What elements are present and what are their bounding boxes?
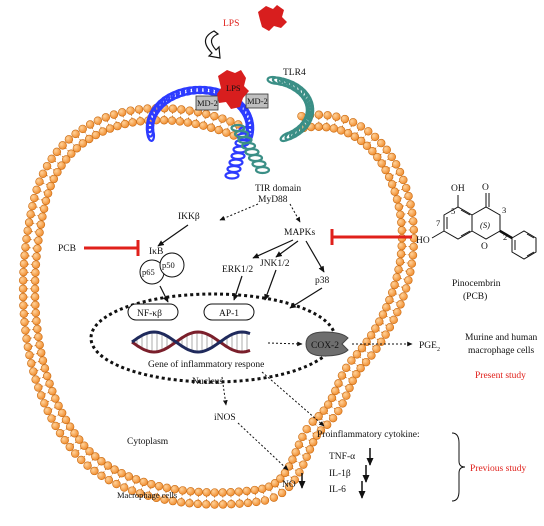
- myd88-to-mapks-arrow: [290, 204, 300, 222]
- pcb-atom-7: 7: [436, 218, 440, 228]
- pge2-label: PGE2: [419, 341, 440, 353]
- pcb-ho-left: HO: [416, 236, 430, 246]
- pcb-atom-2: 2: [503, 232, 507, 242]
- pcb-oh-top: OH: [451, 184, 465, 194]
- ap1-label: AP-1: [219, 309, 239, 319]
- myd88-to-ikk-arrow: [220, 204, 258, 220]
- lps-entry-arrow-icon: [205, 31, 220, 58]
- myd88-label: MyD88: [258, 195, 288, 205]
- mapks-to-p38-arrow: [306, 241, 324, 272]
- present-study-label: Present study: [475, 371, 526, 381]
- gene-to-cytokine-arrow: [262, 372, 324, 426]
- no-label: NO: [282, 480, 296, 490]
- lps-molecule-icon: [258, 5, 287, 31]
- erk-label: ERK1/2: [222, 265, 253, 275]
- md2-left: MD-2: [196, 96, 218, 110]
- pcb-atom-5: 5: [451, 206, 455, 216]
- proinflammatory-label: Proinflammatory cytokine:: [317, 429, 420, 440]
- previous-study-bracket: [452, 433, 465, 501]
- p38-to-ap1-arrow: [290, 288, 322, 308]
- inos-label: iNOS: [214, 413, 236, 423]
- md2-right: MD-2: [246, 94, 268, 108]
- svg-text:MD-2: MD-2: [247, 96, 268, 106]
- ikb-label: IκB: [149, 247, 163, 257]
- mapks-to-jnk-arrow: [276, 241, 298, 257]
- macrophage-label: Macrophage cells: [117, 490, 177, 500]
- nucleus-label: Nucleus: [192, 377, 223, 387]
- murine-line1: Murine and human: [465, 333, 538, 343]
- pcb-ketone-o: O: [482, 183, 489, 193]
- p50-label: p50: [162, 260, 175, 270]
- svg-text:LPS: LPS: [226, 83, 241, 93]
- svg-text:MD-2: MD-2: [197, 98, 218, 108]
- ikk-to-ikb-arrow: [158, 225, 188, 246]
- pcb-stereo-s: (S): [480, 220, 490, 230]
- murine-line2: macrophage cells: [468, 346, 535, 356]
- jnk-to-ap1-arrow: [265, 270, 276, 300]
- pinocembrin-label: Pinocembrin: [452, 279, 501, 289]
- cox2-label: COX-2: [311, 341, 339, 351]
- il1-label: IL-1β: [329, 469, 351, 479]
- gene-to-cox2-arrow: [268, 343, 302, 344]
- nfkb-label: NF-κβ: [137, 309, 162, 319]
- dna-helix-icon: [132, 332, 250, 352]
- pcb-inhibitor-label: PCB: [58, 244, 76, 254]
- tlr4-label: TLR4: [283, 68, 306, 78]
- gene-label: Gene of inflammatory respone: [148, 359, 264, 370]
- p65-label: p65: [142, 267, 155, 277]
- tlr4-teal-helix: [267, 76, 314, 143]
- mapks-label: MAPKs: [284, 228, 315, 238]
- pcb-atom-3: 3: [502, 205, 506, 215]
- tir-domain-label: TIR domain: [255, 184, 301, 194]
- lps-bound-icon: LPS: [217, 70, 249, 109]
- pcb-abbrev-label: (PCB): [463, 291, 487, 302]
- tnf-label: TNF-α: [329, 452, 355, 462]
- p38-label: p38: [315, 276, 330, 286]
- jnk-label: JNK1/2: [260, 259, 290, 269]
- cytoplasm-label: Cytoplasm: [127, 437, 169, 447]
- inos-to-no-arrow: [238, 423, 288, 470]
- lps-label: LPS: [223, 19, 239, 29]
- pcb-ring-o: O: [481, 242, 488, 252]
- previous-study-label: Previous study: [470, 464, 526, 474]
- il6-label: IL-6: [329, 485, 346, 495]
- ikk-label: IKKβ: [178, 212, 200, 222]
